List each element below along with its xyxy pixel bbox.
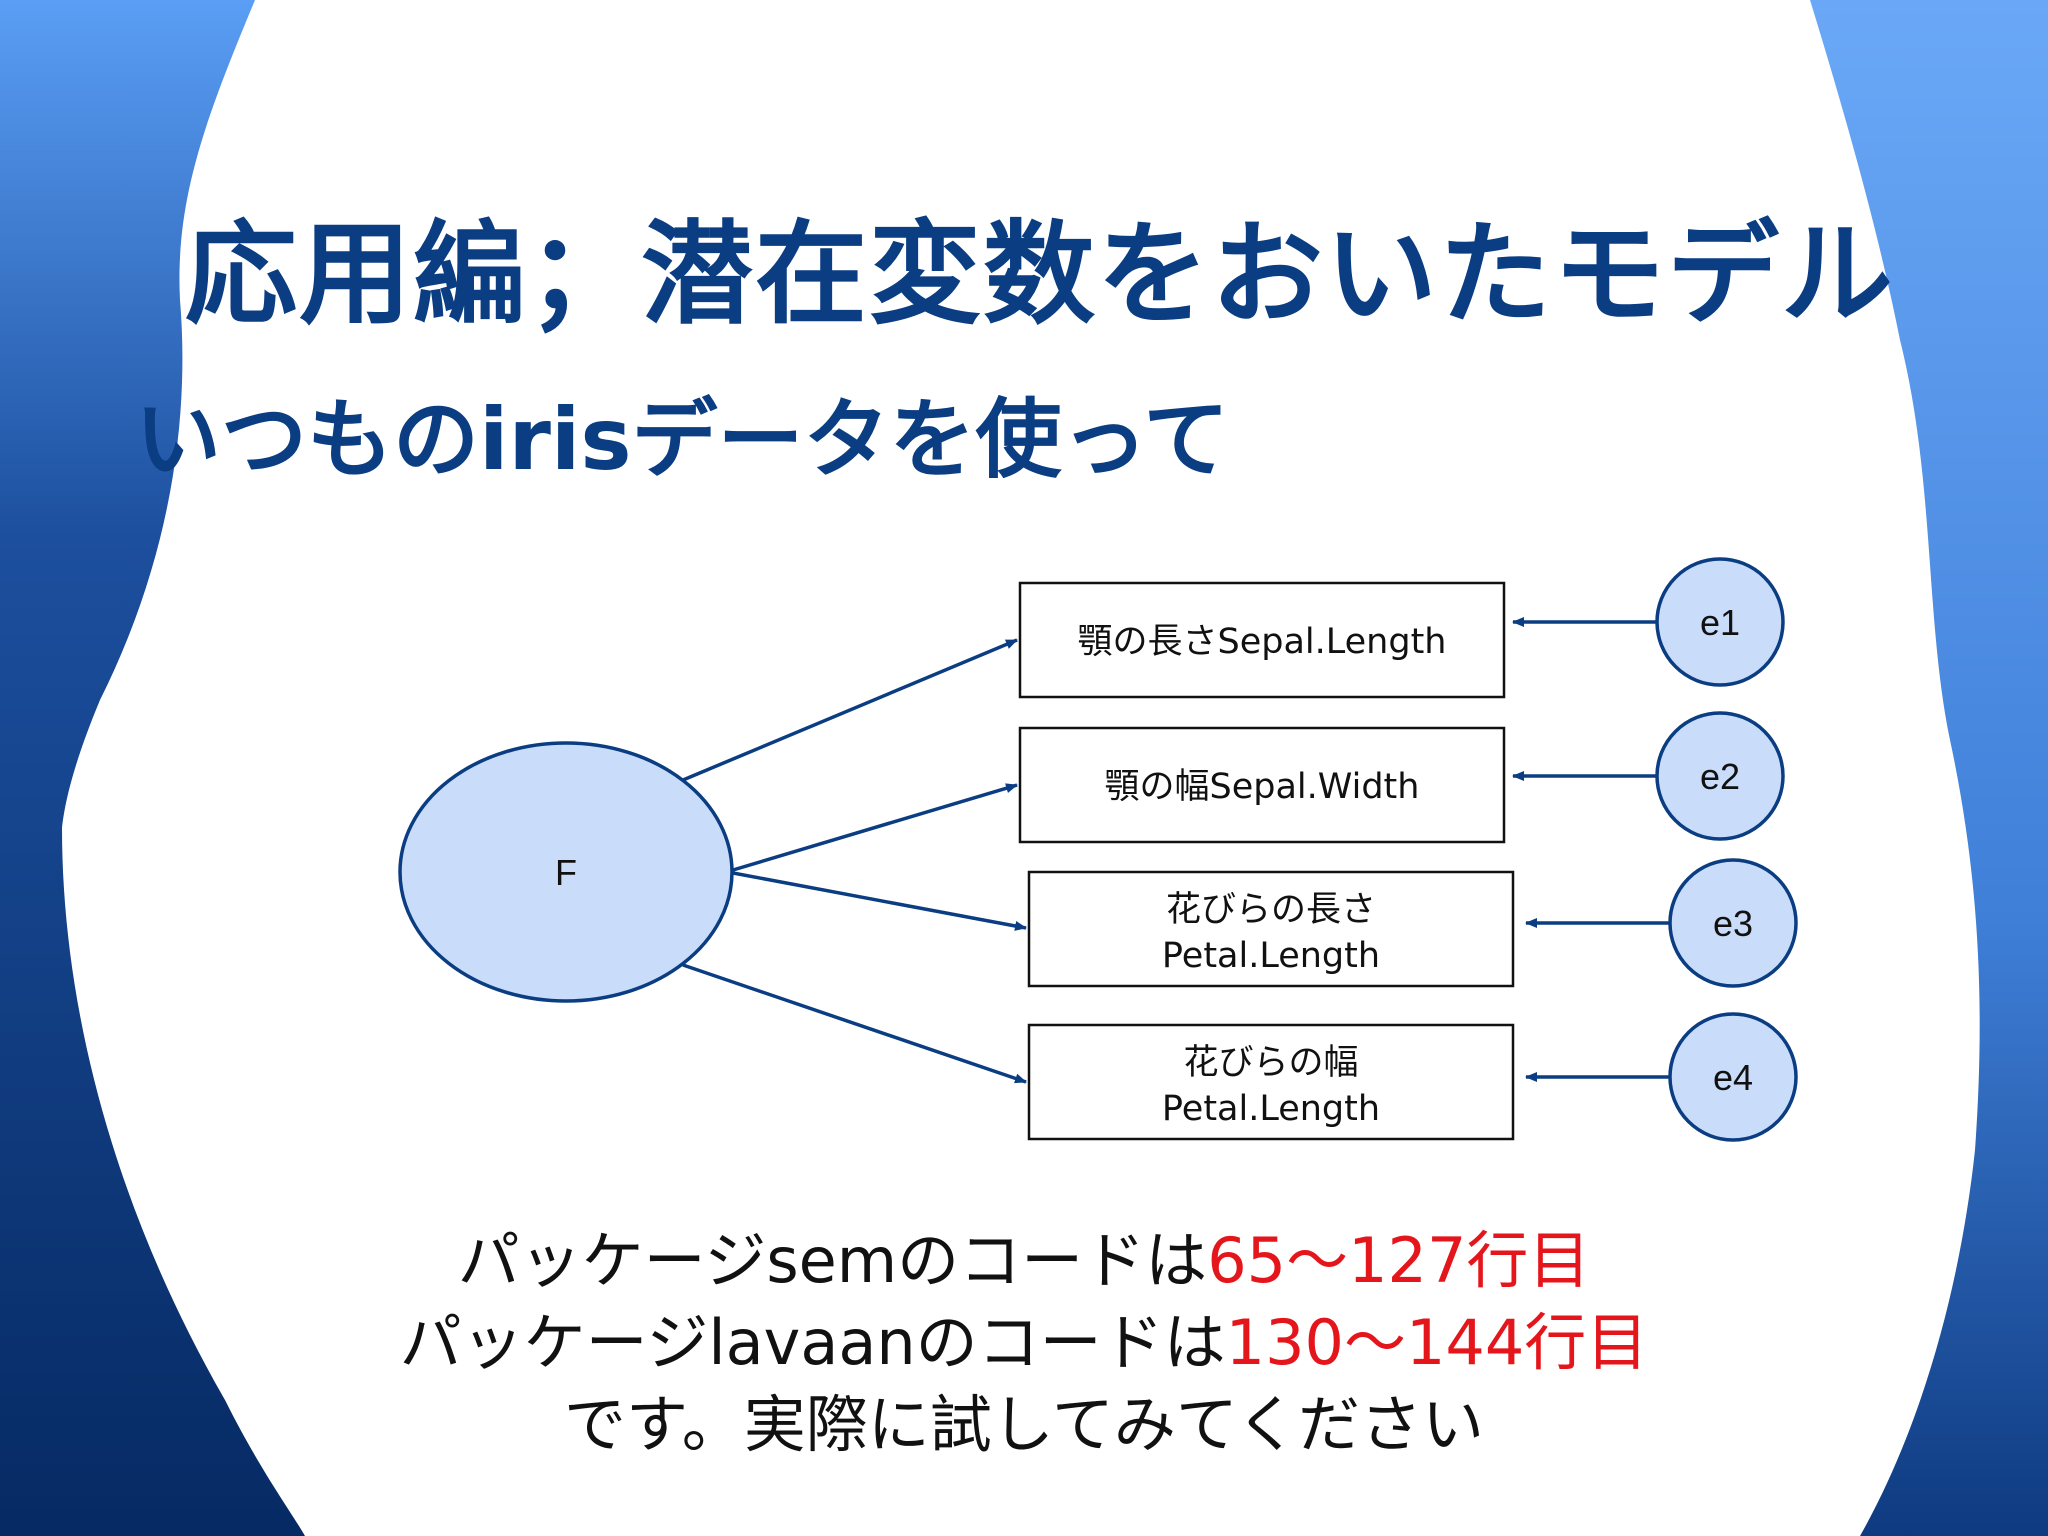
footer-line-sem-text: パッケージsemのコードは: [457, 1224, 1208, 1297]
latent-node-f: [398, 741, 734, 1003]
latent-label: F: [555, 852, 577, 893]
footer-line-lavaan-text: パッケージlavaanのコードは: [399, 1306, 1226, 1379]
loading-arrow-sepal-length: [682, 638, 1018, 782]
error-node-e2: [1655, 711, 1785, 841]
observed-box-sepal-length: [1018, 581, 1506, 699]
error-label-e4: e4: [1713, 1057, 1753, 1098]
observed-box-petal-width: [1027, 1023, 1515, 1141]
observed-label-petal-width-line1: 花びらの幅: [1183, 1043, 1358, 1083]
observed-box-sepal-width: [1018, 726, 1506, 844]
slide-title: 応用編；潜在変数をおいたモデル: [185, 210, 1895, 340]
slide-subtitle: いつものirisデータを使って: [135, 390, 1230, 490]
error-node-e1: [1655, 557, 1785, 687]
footer-note: パッケージsemのコードは65〜127行目 パッケージlavaanのコードは13…: [0, 1220, 2048, 1466]
error-node-e4: [1668, 1012, 1798, 1142]
loading-arrow-petal-length: [732, 871, 1027, 931]
footer-line-instruction: です。実際に試してみてください: [563, 1388, 1485, 1461]
observed-label-petal-width-line2: Petal.Length: [1162, 1089, 1380, 1129]
loading-arrow-petal-width: [682, 963, 1027, 1084]
left-wave-shape: [0, 0, 305, 1536]
footer-line-lavaan-range: 130〜144行目: [1225, 1306, 1649, 1379]
right-wave-shape: [1810, 0, 2048, 1536]
observed-label-sepal-width: 顎の幅Sepal.Width: [1105, 767, 1420, 807]
error-label-e3: e3: [1713, 903, 1753, 944]
error-label-e1: e1: [1700, 602, 1740, 643]
error-label-e2: e2: [1700, 756, 1740, 797]
footer-line-lavaan: パッケージlavaanのコードは130〜144行目: [0, 1302, 2048, 1384]
footer-line-sem-range: 65〜127行目: [1207, 1224, 1591, 1297]
footer-line-sem: パッケージsemのコードは65〜127行目: [0, 1220, 2048, 1302]
observed-label-petal-length-line1: 花びらの長さ: [1166, 890, 1376, 930]
observed-box-petal-length: [1027, 870, 1515, 988]
error-node-e3: [1668, 858, 1798, 988]
observed-label-sepal-length: 顎の長さSepal.Length: [1078, 622, 1447, 662]
observed-label-petal-length-line2: Petal.Length: [1162, 936, 1380, 976]
loading-arrow-sepal-width: [732, 783, 1018, 872]
